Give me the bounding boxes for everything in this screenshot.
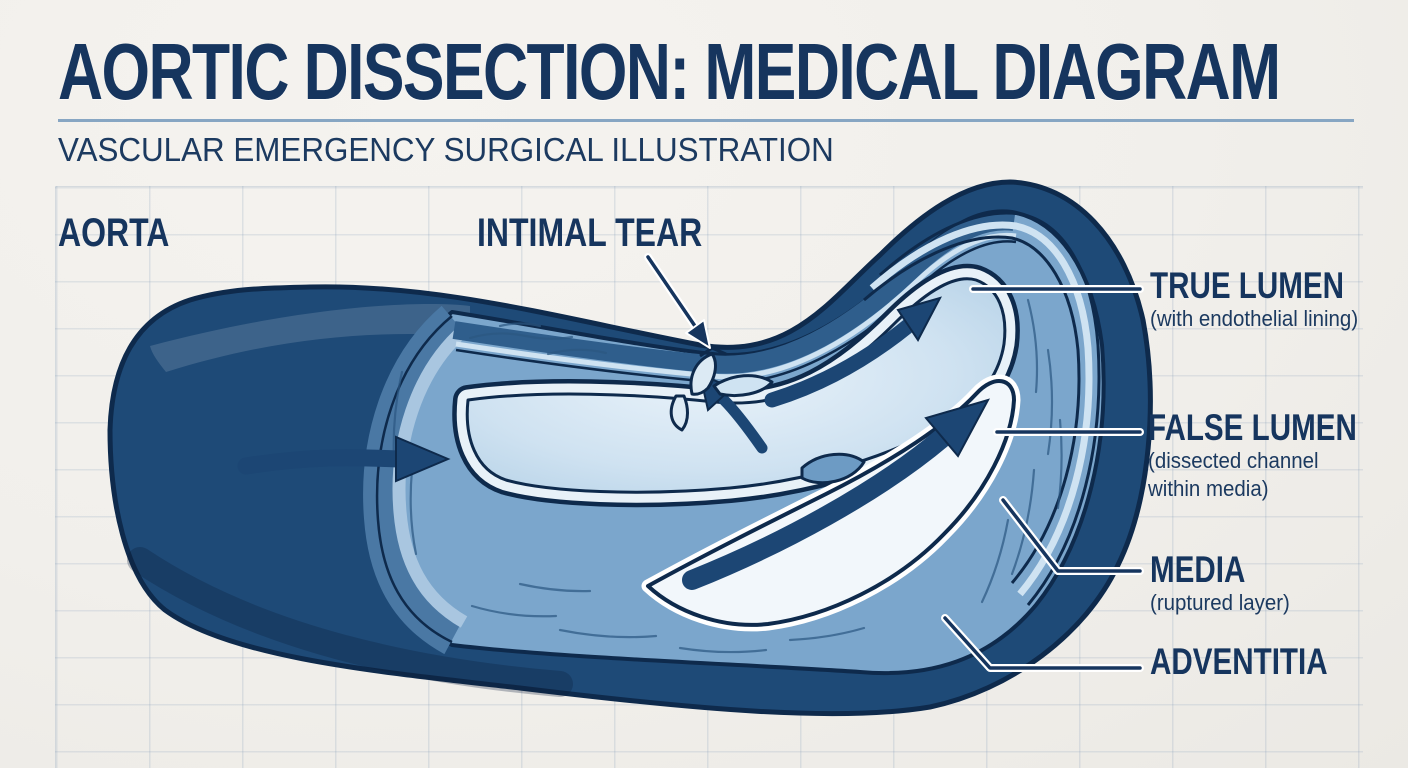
label-media: MEDIA [1150,549,1246,590]
dissection-flap [800,452,866,485]
vessel-bottom-shade [127,547,573,697]
label-media-subtitle: (ruptured layer) [1150,590,1290,615]
label-adventitia: ADVENTITIA [1150,641,1328,682]
intimal-tear-leader [644,253,711,349]
vessel-sheen [150,304,470,372]
cut-face [363,305,469,655]
label-intimal-tear: INTIMAL TEAR [477,211,703,255]
intimal-tear-flap [669,346,774,432]
label-false-lumen: FALSE LUMEN [1148,407,1357,448]
false-lumen-flow-arrow [682,398,991,590]
label-aorta: AORTA [58,211,170,255]
media-leader [999,496,1144,575]
true-lumen-flow-arrow-left [237,435,451,483]
title-underline [58,119,1354,122]
page-subtitle: VASCULAR EMERGENCY SURGICAL ILLUSTRATION [58,131,834,168]
adventitia-leader [941,614,1144,672]
page-title: AORTIC DISSECTION: MEDICAL DIAGRAM [58,27,1281,116]
label-true-lumen: TRUE LUMEN [1150,265,1345,306]
label-false-lumen-subtitle: (dissected channel within media) [1148,448,1319,501]
leader-lines [644,253,1144,672]
true-lumen-flow-arrow-right [764,296,942,408]
media-texture-lines [392,298,1063,654]
blood-flow-arrows [237,296,991,590]
label-true-lumen-subtitle: (with endothelial lining) [1150,306,1359,331]
